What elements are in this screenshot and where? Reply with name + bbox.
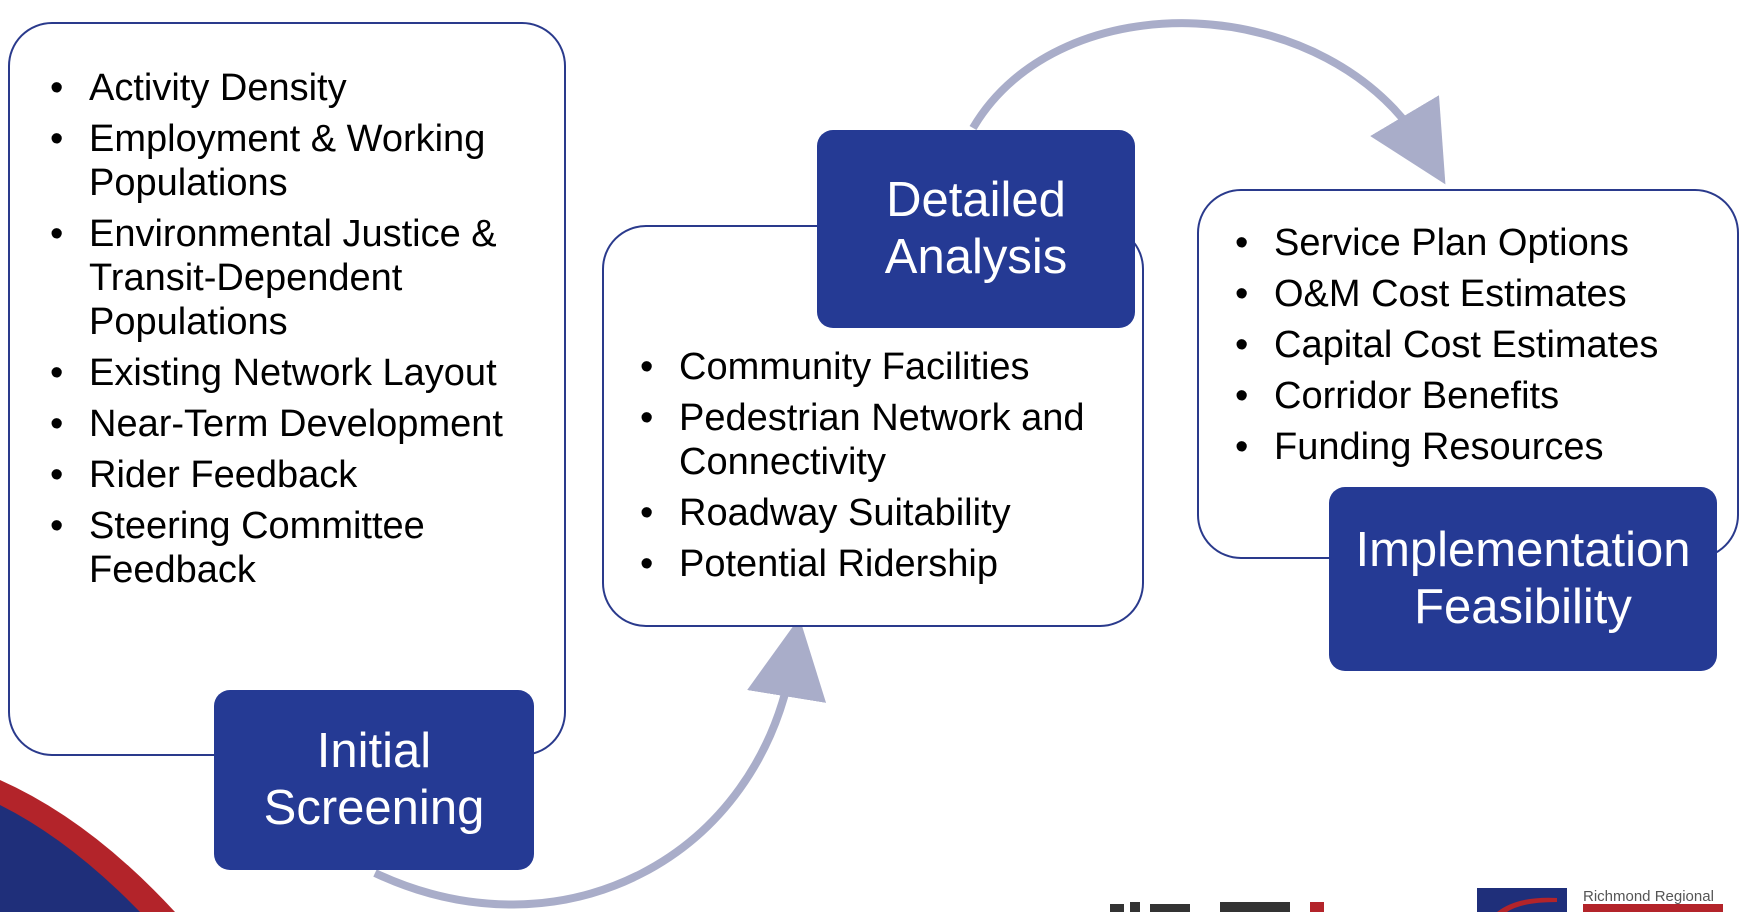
stage-title-line: Implementation	[1355, 523, 1691, 577]
initial-screening-list: Activity Density Employment & Working Po…	[50, 66, 540, 592]
rrtpo-mark-icon	[1477, 888, 1567, 912]
stage-title-line: Analysis	[884, 230, 1068, 284]
initial-screening-label: Initial Screening	[214, 690, 534, 870]
corner-blue-swoosh	[0, 805, 140, 912]
list-item: Funding Resources	[1235, 425, 1735, 469]
list-item: Environmental Justice & Transit-Dependen…	[50, 212, 540, 344]
detailed-analysis-list: Community Facilities Pedestrian Network …	[640, 345, 1140, 586]
stage-title-line: Screening	[263, 781, 485, 835]
list-item: Service Plan Options	[1235, 221, 1735, 265]
list-item: Near-Term Development	[50, 402, 540, 446]
list-item: Activity Density	[50, 66, 540, 110]
list-item: Rider Feedback	[50, 453, 540, 497]
implementation-feasibility-label: Implementation Feasibility	[1329, 487, 1717, 671]
logo-fragment-icon	[1110, 902, 1324, 912]
stage-title-line: Feasibility	[1414, 580, 1632, 634]
list-item: Community Facilities	[640, 345, 1140, 389]
stage-title-line: Detailed	[886, 173, 1066, 227]
stage-title-line: Initial	[316, 724, 432, 778]
logo-wordmark-fragment-icon	[1583, 904, 1723, 912]
list-item: Pedestrian Network and Connectivity	[640, 396, 1140, 484]
arrow-initial-to-detailed	[373, 617, 827, 909]
list-item: Existing Network Layout	[50, 351, 540, 395]
detailed-analysis-label: Detailed Analysis	[817, 130, 1135, 328]
list-item: Corridor Benefits	[1235, 374, 1735, 418]
footer-logo-caption: Richmond Regional	[1583, 888, 1714, 905]
implementation-feasibility-list: Service Plan Options O&M Cost Estimates …	[1235, 221, 1735, 469]
list-item: Potential Ridership	[640, 542, 1140, 586]
list-item: O&M Cost Estimates	[1235, 272, 1735, 316]
list-item: Steering Committee Feedback	[50, 504, 540, 592]
list-item: Employment & Working Populations	[50, 117, 540, 205]
list-item: Capital Cost Estimates	[1235, 323, 1735, 367]
detailed-analysis-panel: Community Facilities Pedestrian Network …	[602, 225, 1144, 627]
footer-logo-right: Richmond Regional	[1477, 888, 1741, 912]
arrow-detailed-to-implementation	[969, 19, 1446, 185]
footer-logo-left	[1110, 898, 1360, 912]
initial-screening-panel: Activity Density Employment & Working Po…	[8, 22, 566, 756]
list-item: Roadway Suitability	[640, 491, 1140, 535]
